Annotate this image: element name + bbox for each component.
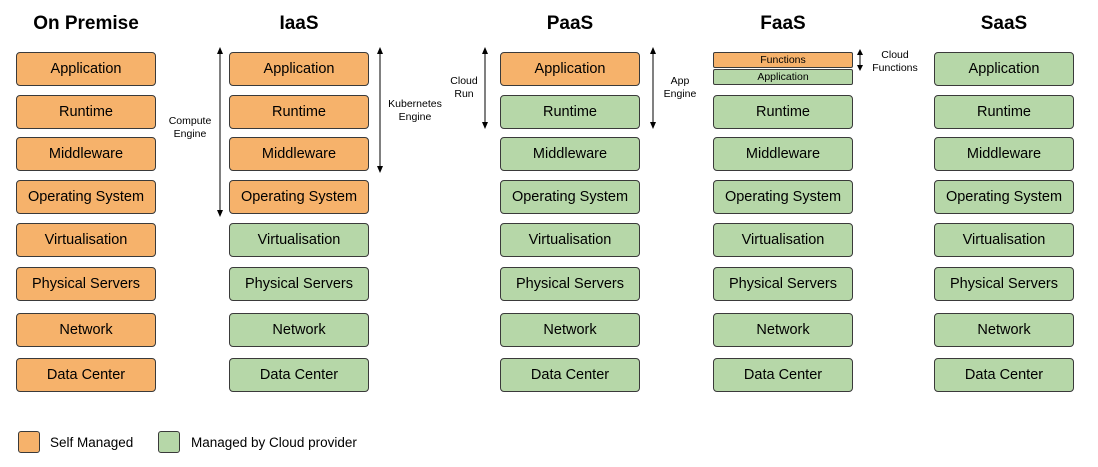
on-premise-layer-data-center: Data Center <box>16 358 156 392</box>
paas-layer-physical-servers: Physical Servers <box>500 267 640 301</box>
saas-layer-physical-servers: Physical Servers <box>934 267 1074 301</box>
cloud-functions-arrow <box>857 49 863 71</box>
app-engine-label: App Engine <box>663 75 697 100</box>
faas-layer-application: Application <box>713 69 853 85</box>
paas-layer-operating-system: Operating System <box>500 180 640 214</box>
iaas-layer-virtualisation: Virtualisation <box>229 223 369 257</box>
cloud-run-arrow <box>482 47 488 129</box>
iaas-layer-runtime: Runtime <box>229 95 369 129</box>
faas-layer-network: Network <box>713 313 853 347</box>
legend-cloud-label: Managed by Cloud provider <box>191 435 357 450</box>
paas-layer-middleware: Middleware <box>500 137 640 171</box>
app-engine-arrow <box>650 47 656 129</box>
paas-layer-application: Application <box>500 52 640 86</box>
paas-layer-runtime: Runtime <box>500 95 640 129</box>
saas-layer-virtualisation: Virtualisation <box>934 223 1074 257</box>
faas-layer-physical-servers: Physical Servers <box>713 267 853 301</box>
faas-layer-virtualisation: Virtualisation <box>713 223 853 257</box>
iaas-layer-operating-system: Operating System <box>229 180 369 214</box>
saas-layer-operating-system: Operating System <box>934 180 1074 214</box>
legend-self-label: Self Managed <box>50 435 134 450</box>
on-premise-layer-virtualisation: Virtualisation <box>16 223 156 257</box>
iaas-layer-middleware: Middleware <box>229 137 369 171</box>
column-title-paas: PaaS <box>546 13 594 34</box>
faas-layer-data-center: Data Center <box>713 358 853 392</box>
iaas-layer-physical-servers: Physical Servers <box>229 267 369 301</box>
faas-layer-operating-system: Operating System <box>713 180 853 214</box>
kubernetes-engine-arrow <box>377 47 383 173</box>
paas-layer-virtualisation: Virtualisation <box>500 223 640 257</box>
on-premise-layer-middleware: Middleware <box>16 137 156 171</box>
legend-self-swatch <box>18 431 40 453</box>
legend-cloud-swatch <box>158 431 180 453</box>
saas-layer-data-center: Data Center <box>934 358 1074 392</box>
iaas-layer-data-center: Data Center <box>229 358 369 392</box>
compute-engine-label: Compute Engine <box>168 115 212 140</box>
faas-layer-functions: Functions <box>713 52 853 68</box>
on-premise-layer-physical-servers: Physical Servers <box>16 267 156 301</box>
column-title-on-premise: On Premise <box>33 13 139 34</box>
iaas-layer-application: Application <box>229 52 369 86</box>
paas-layer-data-center: Data Center <box>500 358 640 392</box>
on-premise-layer-operating-system: Operating System <box>16 180 156 214</box>
paas-layer-network: Network <box>500 313 640 347</box>
column-title-iaas: IaaS <box>279 13 319 34</box>
saas-layer-middleware: Middleware <box>934 137 1074 171</box>
on-premise-layer-application: Application <box>16 52 156 86</box>
kubernetes-engine-label: Kubernetes Engine <box>388 98 442 123</box>
column-title-faas: FaaS <box>760 13 806 34</box>
saas-layer-application: Application <box>934 52 1074 86</box>
cloud-functions-label: Cloud Functions <box>872 49 918 74</box>
faas-layer-middleware: Middleware <box>713 137 853 171</box>
on-premise-layer-runtime: Runtime <box>16 95 156 129</box>
cloud-run-label: Cloud Run <box>450 75 478 100</box>
saas-layer-network: Network <box>934 313 1074 347</box>
compute-engine-arrow <box>217 47 223 217</box>
iaas-layer-network: Network <box>229 313 369 347</box>
column-title-saas: SaaS <box>980 13 1028 34</box>
faas-layer-runtime: Runtime <box>713 95 853 129</box>
on-premise-layer-network: Network <box>16 313 156 347</box>
saas-layer-runtime: Runtime <box>934 95 1074 129</box>
